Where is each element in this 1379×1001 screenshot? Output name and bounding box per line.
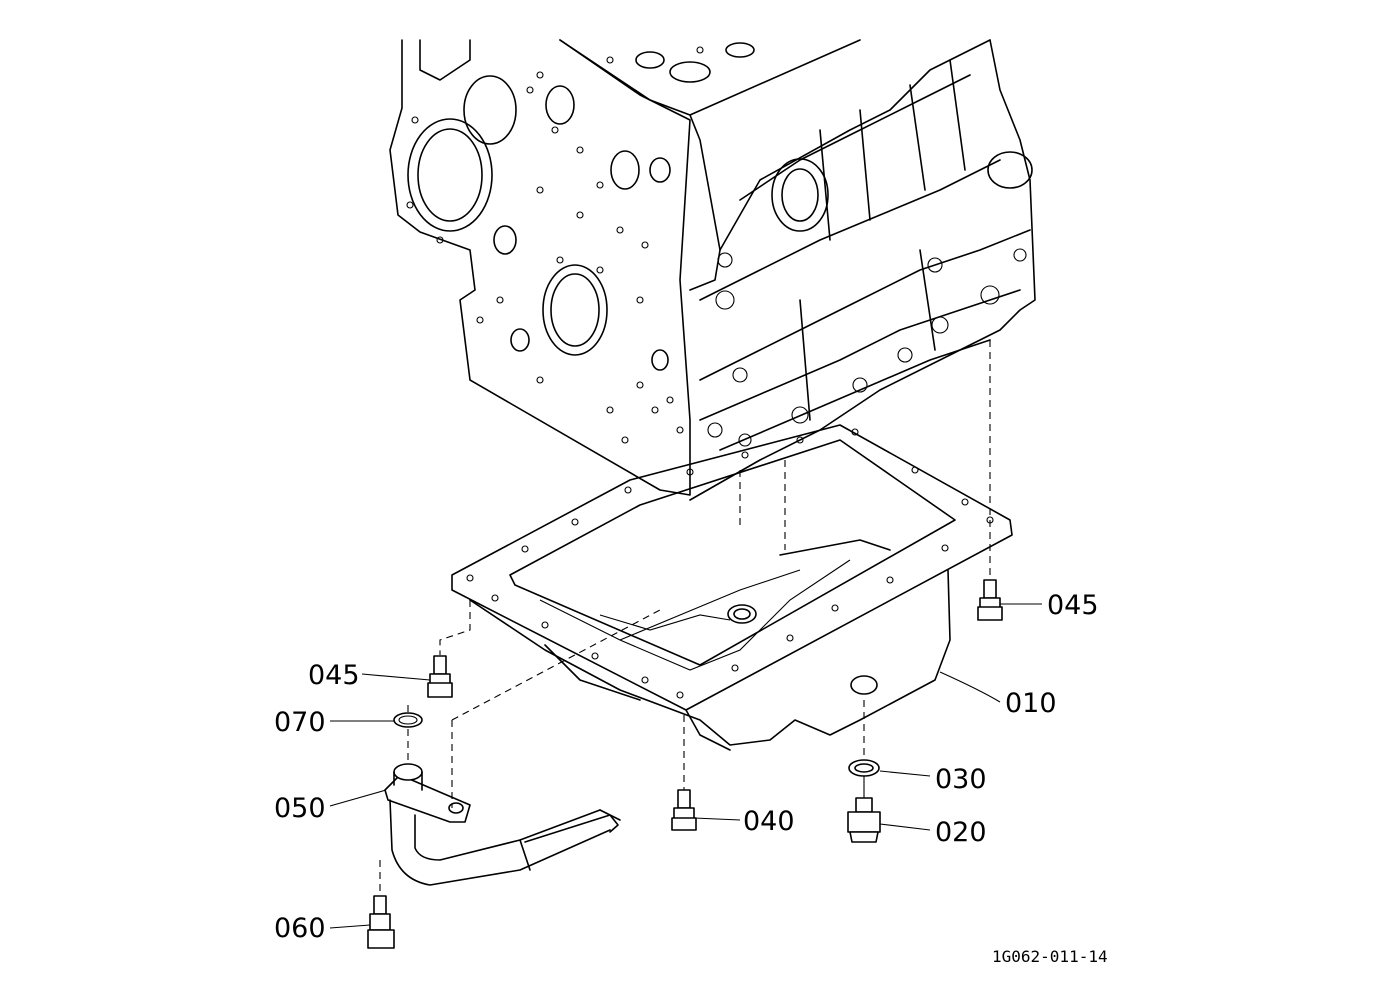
bolt-045-right xyxy=(977,520,1003,621)
drawing-number: 1G062-011-14 xyxy=(992,947,1108,966)
callout-030: 030 xyxy=(935,764,987,795)
bolt-040 xyxy=(671,715,697,831)
oil-strainer xyxy=(379,609,661,895)
callout-070: 070 xyxy=(274,707,326,738)
engine-block xyxy=(389,39,1036,501)
callout-040: 040 xyxy=(743,806,795,837)
callout-045-right: 045 xyxy=(1047,590,1099,621)
callout-010: 010 xyxy=(1005,688,1057,719)
callout-060: 060 xyxy=(274,913,326,944)
bolt-060 xyxy=(367,895,395,949)
oil-pan xyxy=(451,340,1013,751)
drain-plug-assembly xyxy=(847,700,881,843)
callout-020: 020 xyxy=(935,817,987,848)
bolt-045-left xyxy=(427,600,471,698)
leader-lines xyxy=(329,603,1042,929)
callout-050: 050 xyxy=(274,793,326,824)
callout-045-left: 045 xyxy=(308,660,360,691)
